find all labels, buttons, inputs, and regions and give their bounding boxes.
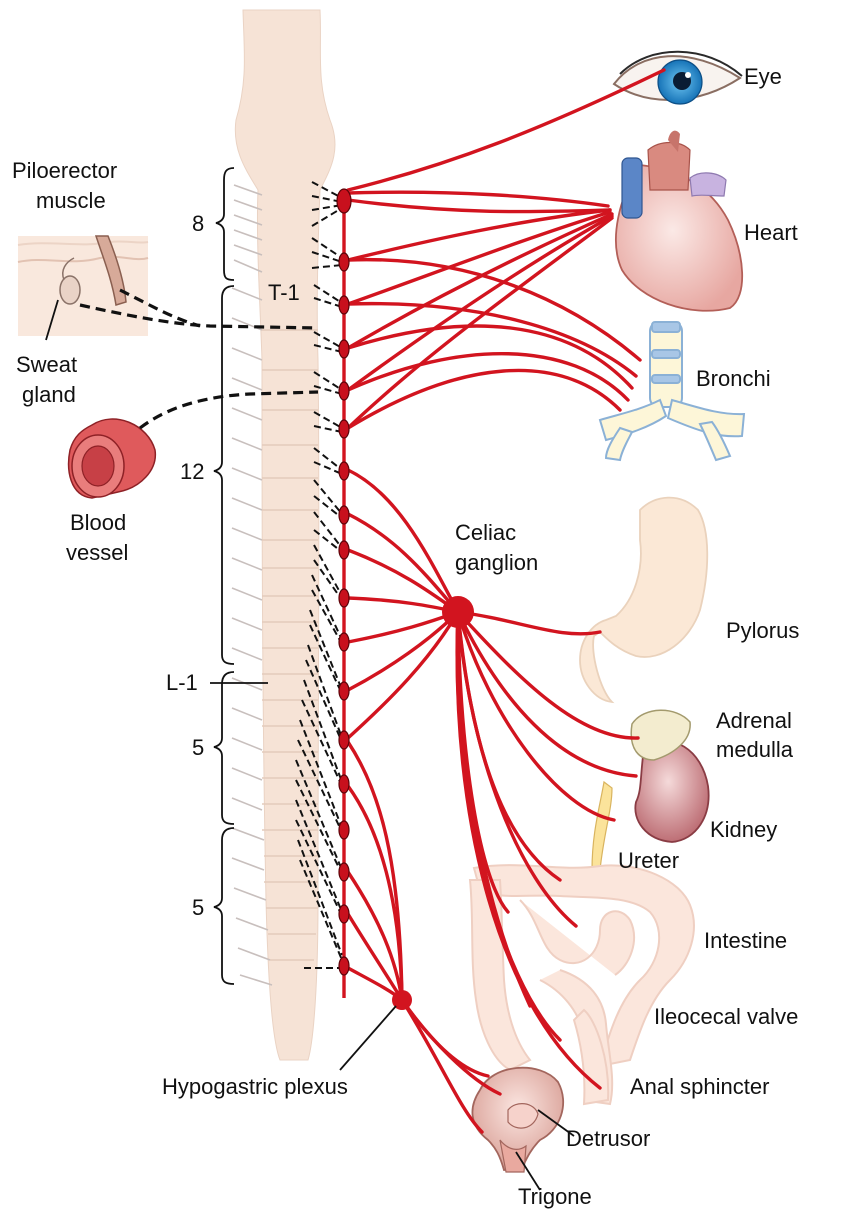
heart-label: Heart [744,220,798,245]
stomach-illustration [580,498,707,702]
ileocecal-label: Ileocecal valve [654,1004,798,1029]
celiac-label-line2: ganglion [455,550,538,575]
detrusor-label: Detrusor [566,1126,650,1151]
adrenal-label-line1: Adrenal [716,708,792,733]
celiac-label-line1: Celiac [455,520,516,545]
pylorus-label: Pylorus [726,618,799,643]
heart-illustration [616,131,742,311]
skin-inset [18,236,148,336]
bronchi-label: Bronchi [696,366,771,391]
sacral-count-label: 5 [192,895,204,920]
hypogastric-label: Hypogastric plexus [162,1074,348,1099]
adrenal-label-line2: medulla [716,737,794,762]
l1-label: L-1 [166,670,198,695]
intestine-illustration [470,865,694,1104]
lumbar-count-label: 5 [192,735,204,760]
eye-illustration [614,52,742,104]
sweat-label-line1: Sweat [16,352,77,377]
eye-label: Eye [744,64,782,89]
sweat-label-line2: gland [22,382,76,407]
blood-vessel-illustration [69,419,156,498]
intestine-label: Intestine [704,928,787,953]
t1-label: T-1 [268,280,300,305]
blood-label-line2: vessel [66,540,128,565]
celiac-ganglion [442,596,474,628]
piloerector-label-line2: muscle [36,188,106,213]
blood-label-line1: Blood [70,510,126,535]
bronchi-illustration [600,322,744,460]
cervical-count-label: 8 [192,211,204,236]
kidney-label: Kidney [710,817,777,842]
thoracic-count-label: 12 [180,459,204,484]
piloerector-label-line1: Piloerector [12,158,117,183]
anal-sphincter-label: Anal sphincter [630,1074,769,1099]
ureter-label: Ureter [618,848,679,873]
trigone-label: Trigone [518,1184,592,1209]
